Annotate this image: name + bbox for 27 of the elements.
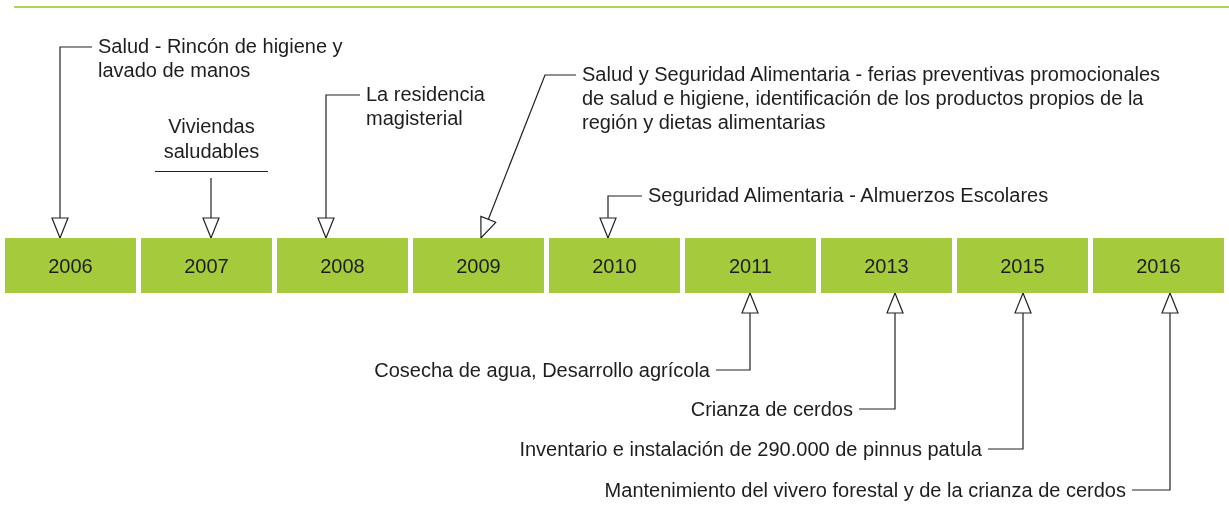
arrow <box>317 94 361 239</box>
year-box: 2016 <box>1093 238 1224 293</box>
arrow <box>858 292 904 410</box>
annotation-text: Crianza de cerdos <box>690 396 853 422</box>
arrow <box>1131 292 1179 491</box>
annotation-text: Salud y Seguridad Alimentaria - ferias preventivas promocionales de salud e higiene, identificación de los productos propios de la región y dietas alimentarias <box>582 62 1182 134</box>
year-box: 2007 <box>141 238 272 293</box>
annotation-text: La residencia magisterial <box>366 82 526 130</box>
year-box: 2015 <box>957 238 1088 293</box>
year-box: 2010 <box>549 238 680 293</box>
arrow <box>202 177 220 239</box>
year-box: 2013 <box>821 238 952 293</box>
arrow <box>51 46 93 239</box>
annotation-text: Salud - Rincón de higiene y lavado de manos <box>98 34 363 82</box>
annotation-text: Seguridad Alimentaria - Almuerzos Escolares <box>648 183 1148 207</box>
annotation-text: Viviendas saludables <box>155 114 268 172</box>
arrow <box>987 292 1032 450</box>
annotation-text: Cosecha de agua, Desarrollo agrícola <box>374 357 710 383</box>
annotation-text: Inventario e instalación de 290.000 de pinnus patula <box>519 436 982 462</box>
arrow <box>599 195 643 239</box>
annotation-text: Mantenimiento del vivero forestal y de la crianza de cerdos <box>604 477 1126 503</box>
year-box: 2006 <box>5 238 136 293</box>
year-box: 2008 <box>277 238 408 293</box>
arrow <box>715 292 759 371</box>
year-box: 2011 <box>685 238 816 293</box>
arrow <box>480 74 577 239</box>
year-box: 2009 <box>413 238 544 293</box>
